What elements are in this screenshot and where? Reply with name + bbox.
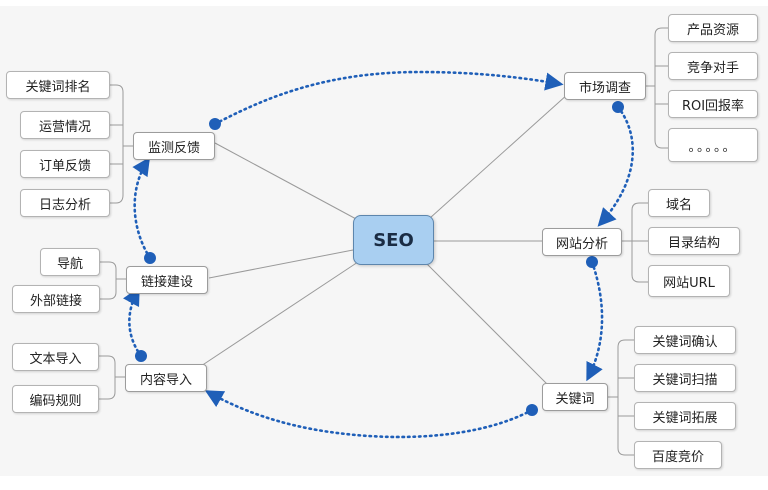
branch-market-research[interactable]: 市场调查 [564,72,646,100]
bracket-links [100,261,126,300]
branch-site-analysis[interactable]: 网站分析 [542,228,622,256]
cycle-dot [209,118,221,130]
cycle-arrow-keywords-to-content [204,390,534,439]
link-center-keywords [424,261,549,386]
bracket-keywords [608,339,634,456]
cycle-arrow-content-to-links [123,286,143,358]
branch-keywords[interactable]: 关键词 [542,383,608,411]
leaf-keyword-confirm[interactable]: 关键词确认 [634,326,736,354]
cycle-dot [526,404,538,416]
center-node-seo[interactable]: SEO [353,215,434,265]
leaf-competitors[interactable]: 竞争对手 [668,52,758,80]
branch-content-import[interactable]: 内容导入 [125,364,207,392]
link-center-content [194,261,359,371]
bracket-monitor [110,84,133,204]
cycle-dot [612,101,624,113]
link-center-links [208,249,354,279]
leaf-encoding-rules[interactable]: 编码规则 [12,385,99,413]
bracket-content [99,355,125,400]
leaf-product-resources[interactable]: 产品资源 [668,14,758,42]
cycle-dot [135,350,147,362]
branch-monitoring-feedback[interactable]: 监测反馈 [133,132,215,160]
leaf-navigation[interactable]: 导航 [40,248,100,276]
link-center-market [429,93,569,219]
cycle-arrow-site-to-keywords [586,260,604,382]
link-center-monitor [214,142,359,221]
leaf-directory-structure[interactable]: 目录结构 [648,227,740,255]
leaf-log-analysis[interactable]: 日志分析 [20,189,110,217]
leaf-operations[interactable]: 运营情况 [20,111,110,139]
bracket-site [622,202,648,283]
cycle-arrow-market-to-site [597,105,635,227]
leaf-market-ellipsis[interactable]: 。。。。。 [668,128,758,162]
cycle-arrow-monitor-to-market [213,70,564,126]
leaf-keyword-expand[interactable]: 关键词拓展 [634,402,736,430]
leaf-text-import[interactable]: 文本导入 [12,343,99,371]
cycle-dot [144,252,156,264]
leaf-keyword-ranking[interactable]: 关键词排名 [6,71,110,99]
leaf-roi[interactable]: ROI回报率 [668,90,758,118]
leaf-site-url[interactable]: 网站URL [648,265,730,297]
leaf-external-links[interactable]: 外部链接 [12,285,100,313]
cycle-dot [586,256,598,268]
leaf-keyword-scan[interactable]: 关键词扫描 [634,364,736,392]
leaf-order-feedback[interactable]: 订单反馈 [20,150,110,178]
bracket-market [646,27,668,149]
cycle-arrow-links-to-monitor [132,156,152,260]
leaf-domain[interactable]: 域名 [648,189,710,217]
branch-link-building[interactable]: 链接建设 [126,266,208,294]
leaf-baidu-bidding[interactable]: 百度竞价 [634,441,722,469]
